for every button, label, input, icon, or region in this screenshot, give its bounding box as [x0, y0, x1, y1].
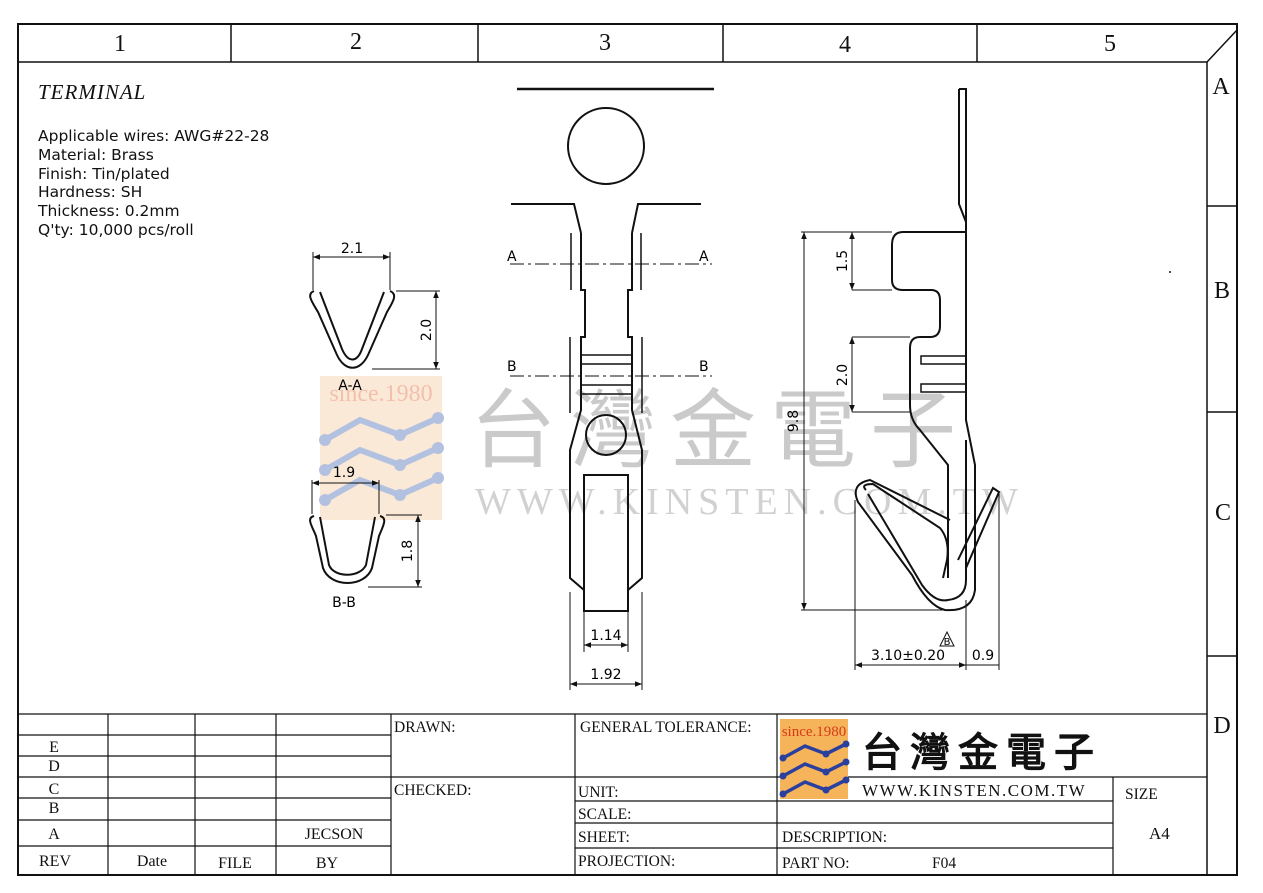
watermark-chinese: 台灣金電子	[470, 381, 970, 481]
section-bb-view: 1.9 1.8 B-B	[309, 465, 422, 611]
revision-letter: D	[48, 758, 60, 775]
section-a-mark-right: A	[699, 249, 709, 265]
dim-inner-width: 1.14	[590, 628, 621, 644]
column-label: 5	[1104, 31, 1116, 57]
dim-bb-width: 1.9	[333, 465, 355, 481]
dim-tab-width: 0.9	[972, 648, 994, 664]
drawing-title: TERMINAL	[38, 80, 146, 104]
tolerance-mark: B	[944, 637, 951, 648]
dim-aa-height: 2.0	[419, 319, 435, 341]
section-aa-label: A-A	[338, 378, 362, 394]
section-aa-view: 2.1 2.0 A-A	[309, 241, 440, 394]
logo-since: since.1980	[782, 724, 847, 740]
part-no-value: F04	[932, 855, 956, 872]
general-tolerance-label: GENERAL TOLERANCE:	[580, 719, 752, 736]
dim-upper-step: 1.5	[835, 250, 851, 272]
revision-letter: E	[49, 739, 59, 756]
logo-chinese: 台灣金電子	[862, 730, 1102, 776]
dim-aa-width: 2.1	[341, 241, 363, 257]
by-header: BY	[316, 855, 339, 872]
row-label: B	[1214, 278, 1230, 304]
watermark: since.1980 台灣金電子 WWW.KINSTEN.COM.TW	[319, 376, 1024, 523]
column-label: 1	[114, 31, 126, 57]
column-label: 2	[350, 29, 362, 55]
column-label: 3	[599, 30, 611, 56]
dim-outer-width: 1.92	[590, 667, 621, 683]
dim-total-length: 9.8	[786, 410, 802, 432]
file-header: FILE	[218, 855, 252, 872]
section-a-mark-left: A	[507, 249, 517, 265]
title-block-fields: DRAWN: CHECKED: GENERAL TOLERANCE: UNIT:…	[394, 719, 1170, 872]
description-label: DESCRIPTION:	[782, 829, 887, 846]
row-label: A	[1212, 74, 1230, 100]
checked-label: CHECKED:	[394, 782, 472, 799]
logo-url: WWW.KINSTEN.COM.TW	[862, 781, 1086, 800]
revision-table: E D C B A REV Date FILE BY JECSON	[39, 739, 364, 872]
dim-middle-step: 2.0	[835, 364, 851, 386]
dim-bb-height: 1.8	[400, 540, 416, 562]
projection-label: PROJECTION:	[578, 853, 675, 870]
date-header: Date	[137, 853, 167, 870]
section-b-mark-right: B	[699, 359, 709, 375]
spec-line: Thickness: 0.2mm	[37, 202, 180, 220]
spec-line: Finish: Tin/plated	[38, 165, 170, 183]
section-bb-label: B-B	[332, 595, 356, 611]
spec-line: Applicable wires: AWG#22-28	[38, 127, 269, 145]
watermark-url: WWW.KINSTEN.COM.TW	[475, 481, 1024, 523]
row-label: C	[1215, 500, 1231, 526]
spec-line: Material: Brass	[38, 146, 154, 164]
title-block	[18, 713, 1207, 875]
revision-letter: B	[49, 800, 60, 817]
front-view: A A B B 1.14 1.92	[507, 87, 714, 690]
column-label: 4	[839, 32, 851, 58]
dim-spring-width: 3.10±0.20	[871, 648, 945, 664]
spec-list: Applicable wires: AWG#22-28 Material: Br…	[37, 127, 269, 239]
part-no-label: PART NO:	[782, 855, 850, 872]
section-b-mark-left: B	[507, 359, 517, 375]
watermark-since: since.1980	[329, 381, 432, 407]
rev-header: REV	[39, 853, 71, 870]
revision-letter: A	[48, 826, 60, 843]
row-label: D	[1213, 713, 1230, 739]
drawn-label: DRAWN:	[394, 719, 456, 736]
unit-label: UNIT:	[578, 784, 619, 801]
by-value: JECSON	[305, 826, 364, 843]
sheet-label: SHEET:	[578, 829, 630, 846]
sheet-frame	[17, 23, 1238, 876]
spec-line: Hardness: SH	[38, 183, 142, 201]
spec-line: Q'ty: 10,000 pcs/roll	[38, 221, 194, 239]
grid-labels: 1 2 3 4 5 A B C D	[114, 29, 1231, 739]
side-view: 1.5 2.0 9.8 3.10±0.20 B 0.9	[786, 88, 1001, 670]
revision-letter: C	[49, 781, 60, 798]
scale-label: SCALE:	[578, 806, 631, 823]
size-label: SIZE	[1125, 786, 1158, 803]
company-logo: since.1980 台灣金電子 WWW.KINSTEN.COM.TW	[779, 719, 1102, 800]
size-value: A4	[1149, 824, 1170, 843]
